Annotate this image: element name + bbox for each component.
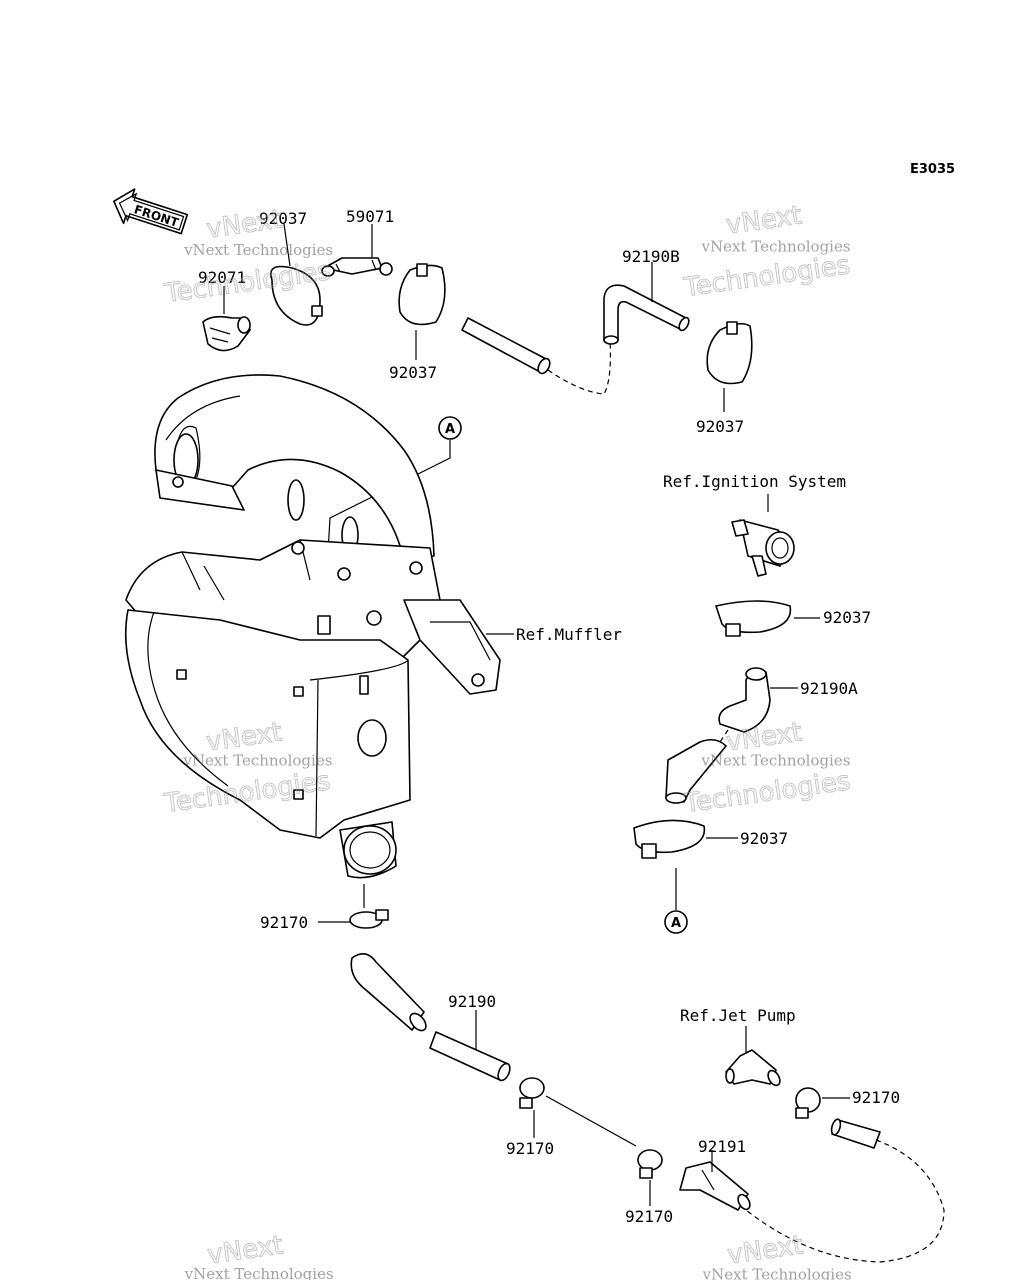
label-92190A: 92190A (800, 679, 858, 698)
watermark-bottom-right: vNext vNext Technologies (702, 1230, 852, 1280)
front-arrow-icon: FRONT (113, 188, 189, 235)
label-ref-muffler: Ref.Muffler (516, 625, 622, 644)
part-92170-clamp-d (795, 1087, 821, 1119)
part-92191-hose (679, 1161, 751, 1211)
label-92037-b: 92037 (389, 363, 437, 382)
part-92170-clamp-c (637, 1149, 663, 1179)
jet-pump-fitting (725, 1049, 781, 1087)
svg-text:vNext: vNext (724, 200, 803, 240)
label-92190: 92190 (448, 992, 496, 1011)
part-92170-clamp-a (349, 909, 389, 929)
svg-text:vNext Technologies: vNext Technologies (184, 1265, 334, 1280)
svg-text:Technologies: Technologies (681, 250, 852, 303)
watermark-bottom-left: vNext vNext Technologies (184, 1230, 334, 1280)
part-92037-clamp-b (398, 263, 446, 326)
diagram-code: E3035 (910, 162, 955, 177)
label-92170-c: 92170 (506, 1139, 554, 1158)
svg-text:A: A (445, 422, 455, 437)
part-92037-clamp-e (633, 819, 706, 859)
label-ref-ignition-system: Ref.Ignition System (663, 472, 846, 491)
svg-text:vNext Technologies: vNext Technologies (183, 241, 333, 259)
label-92170-a: 92170 (260, 913, 308, 932)
svg-text:A: A (671, 916, 681, 931)
watermark-mid-right: vNext Technologies vNext Technologies (681, 717, 853, 820)
callout-a-bottom: A (664, 910, 688, 934)
part-59071-fitting (321, 257, 393, 277)
svg-text:vNext Technologies: vNext Technologies (182, 751, 332, 769)
ignition-fitting (731, 519, 795, 577)
svg-text:vNext Technologies: vNext Technologies (700, 752, 850, 770)
label-92170-b: 92170 (852, 1088, 900, 1107)
part-hose-curved-lower (350, 953, 427, 1032)
label-92037-c: 92037 (696, 417, 744, 436)
svg-text:vNext: vNext (205, 204, 284, 244)
part-92190-hose (429, 1031, 511, 1082)
label-92037-d: 92037 (823, 608, 871, 627)
label-ref-jet-pump: Ref.Jet Pump (680, 1006, 796, 1025)
part-92190B-hose (603, 284, 690, 345)
part-92190A-hose (665, 667, 771, 804)
label-92170-d: 92170 (625, 1207, 673, 1226)
label-92071: 92071 (198, 268, 246, 287)
watermark-top-right: vNext Technologies vNext Technologies (681, 200, 853, 304)
part-92037-clamp-d (715, 600, 792, 637)
label-92037-a: 92037 (259, 209, 307, 228)
label-92037-e: 92037 (740, 829, 788, 848)
svg-text:Technologies: Technologies (682, 766, 853, 819)
svg-text:vNext Technologies: vNext Technologies (701, 238, 851, 256)
svg-text:vNext Technologies: vNext Technologies (702, 1265, 852, 1280)
label-92191: 92191 (698, 1137, 746, 1156)
label-92190B: 92190B (622, 247, 680, 266)
part-hose-short-right (830, 1118, 881, 1149)
part-92071-cap (202, 315, 251, 352)
part-92170-clamp-b (519, 1077, 545, 1109)
label-59071: 59071 (346, 207, 394, 226)
intake-assembly (124, 374, 501, 879)
part-92037-clamp-c (706, 321, 753, 385)
part-92037-clamp-a (270, 265, 323, 326)
callout-a-top: A (438, 416, 462, 440)
part-hose-straight (461, 317, 551, 375)
